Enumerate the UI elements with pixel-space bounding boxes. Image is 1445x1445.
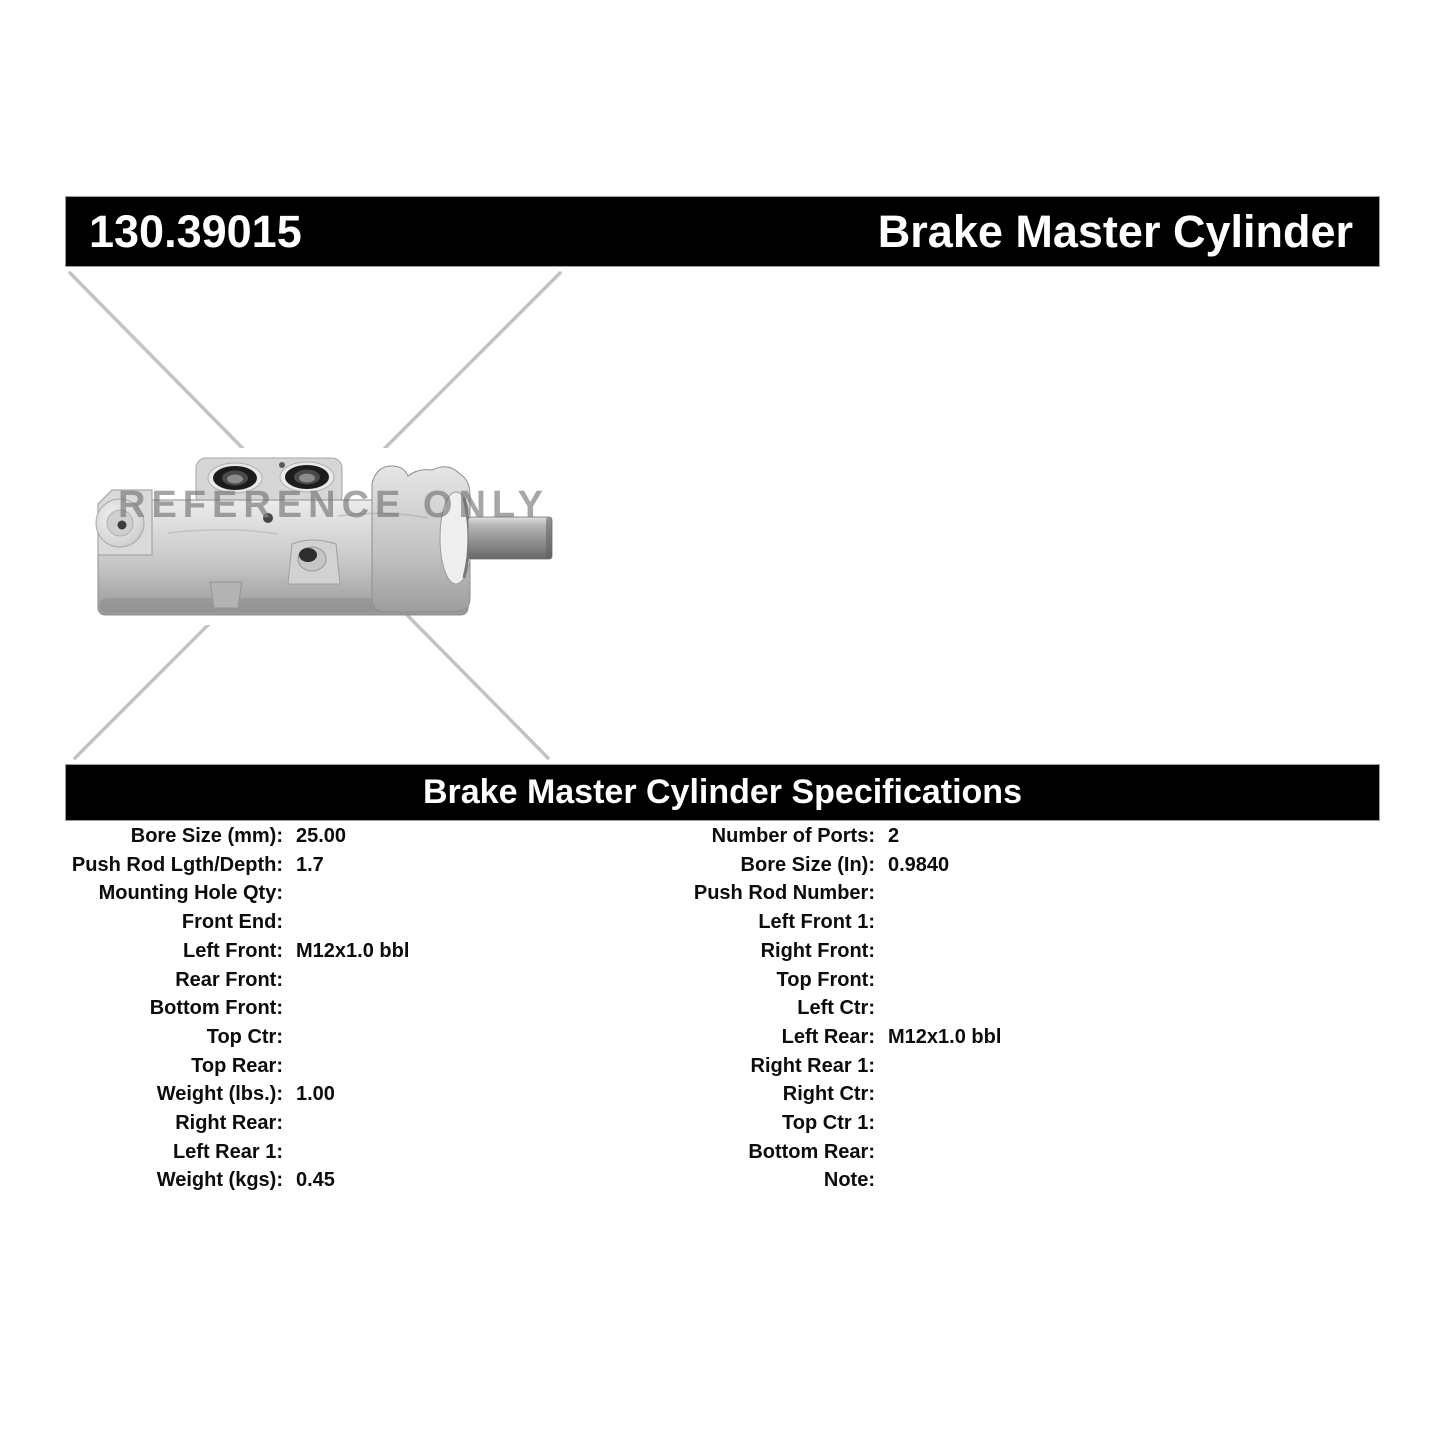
spec-row: Number of Ports: 2 — [480, 822, 1001, 851]
spec-row: Left Ctr: — [480, 994, 1001, 1023]
spec-row: Bore Size (In): 0.9840 — [480, 851, 1001, 880]
spec-value: 25.00 — [296, 825, 347, 847]
spec-row: Right Rear: — [40, 1109, 409, 1138]
specs-title-bar: Brake Master Cylinder Specifications — [65, 764, 1380, 821]
spec-label: Top Rear: — [191, 1054, 283, 1077]
specs-title: Brake Master Cylinder Specifications — [422, 773, 1022, 811]
header-bar: 130.39015 Brake Master Cylinder — [65, 196, 1380, 267]
spec-row: Left Rear 1: — [40, 1138, 409, 1167]
spec-value: 0.45 — [296, 1169, 335, 1192]
spec-label: Note: — [823, 1169, 875, 1192]
spec-label: Bore Size (mm): — [130, 825, 283, 847]
spec-value: 1.7 — [296, 853, 324, 876]
spec-label: Bottom Front: — [149, 997, 283, 1020]
spec-label: Front End: — [181, 911, 283, 934]
spec-row: Top Rear: — [40, 1052, 409, 1081]
spec-row: Push Rod Lgth/Depth: 1.7 — [40, 851, 409, 880]
spec-label: Top Front: — [776, 968, 875, 991]
spec-row: Top Front: — [480, 966, 1001, 995]
casting-line-2 — [337, 512, 429, 519]
page-title: Brake Master Cylinder — [877, 205, 1353, 257]
left-port-hole — [117, 520, 127, 530]
spec-row: Weight (kgs): 0.45 — [40, 1166, 409, 1195]
spec-label: Right Ctr: — [782, 1083, 875, 1106]
spec-label: Push Rod Lgth/Depth: — [71, 853, 283, 876]
spec-value: 2 — [888, 825, 900, 847]
spec-row: Push Rod Number: — [480, 879, 1001, 908]
spec-label: Weight (kgs): — [156, 1169, 283, 1192]
spec-row: Rear Front: — [40, 966, 409, 995]
spec-row: Bottom Rear: — [480, 1138, 1001, 1167]
spec-label: Left Front: — [183, 939, 283, 962]
spec-row: Bottom Front: — [40, 994, 409, 1023]
spec-label: Top Ctr 1: — [782, 1112, 875, 1135]
port-center-1 — [227, 474, 243, 484]
casting-line-1 — [167, 528, 279, 535]
spec-row: Right Ctr: — [480, 1080, 1001, 1109]
vent-hole-highlight — [264, 514, 268, 518]
spec-row: Left Rear: M12x1.0 bbl — [480, 1023, 1002, 1052]
spec-label: Bottom Rear: — [748, 1140, 875, 1163]
reference-only-watermark: REFERENCE ONLY — [118, 484, 549, 526]
bottom-tab — [209, 581, 243, 609]
push-rod-end — [546, 517, 552, 559]
spec-label: Mounting Hole Qty: — [98, 882, 283, 905]
spec-value: M12x1.0 bbl — [888, 1025, 1002, 1048]
specs-right-column: Number of Ports: 2 Bore Size (In): 0.984… — [480, 822, 1002, 1195]
spec-label: Weight (lbs.): — [156, 1083, 283, 1106]
spec-row: Mounting Hole Qty: — [40, 879, 409, 908]
spec-label: Left Rear: — [781, 1025, 875, 1048]
spec-label: Left Front 1: — [758, 911, 875, 934]
spec-label: Left Ctr: — [797, 997, 875, 1020]
specs-left-column: Bore Size (mm): 25.00 Push Rod Lgth/Dept… — [40, 822, 409, 1195]
spec-row: Bore Size (mm): 25.00 — [40, 822, 409, 851]
spec-label: Top Ctr: — [206, 1025, 283, 1048]
spec-value: 1.00 — [296, 1083, 335, 1106]
spec-label: Left Rear 1: — [172, 1140, 283, 1163]
spec-value: 0.9840 — [888, 853, 950, 876]
spec-value: M12x1.0 bbl — [296, 939, 410, 962]
mounting-ear-opening — [299, 548, 317, 562]
spec-row: Note: — [480, 1166, 1001, 1195]
spec-label: Push Rod Number: — [693, 882, 875, 905]
spec-row: Left Front 1: — [480, 908, 1001, 937]
port-center-2 — [299, 473, 315, 483]
spec-label: Rear Front: — [175, 968, 283, 991]
spec-label: Bore Size (In): — [740, 853, 875, 876]
spec-row: Right Front: — [480, 937, 1001, 966]
spec-label: Right Rear 1: — [750, 1054, 875, 1077]
part-number: 130.39015 — [89, 205, 302, 257]
spec-row: Front End: — [40, 908, 409, 937]
spec-row: Weight (lbs.): 1.00 — [40, 1080, 409, 1109]
spec-row: Right Rear 1: — [480, 1052, 1001, 1081]
spec-row: Left Front: M12x1.0 bbl — [40, 937, 409, 966]
spec-row: Top Ctr: — [40, 1023, 409, 1052]
spec-row: Top Ctr 1: — [480, 1109, 1001, 1138]
spec-label: Right Front: — [760, 939, 875, 962]
product-photo — [88, 448, 553, 625]
spec-label: Number of Ports: — [711, 825, 875, 847]
casting-pin-hole — [279, 462, 285, 468]
spec-label: Right Rear: — [175, 1112, 283, 1135]
